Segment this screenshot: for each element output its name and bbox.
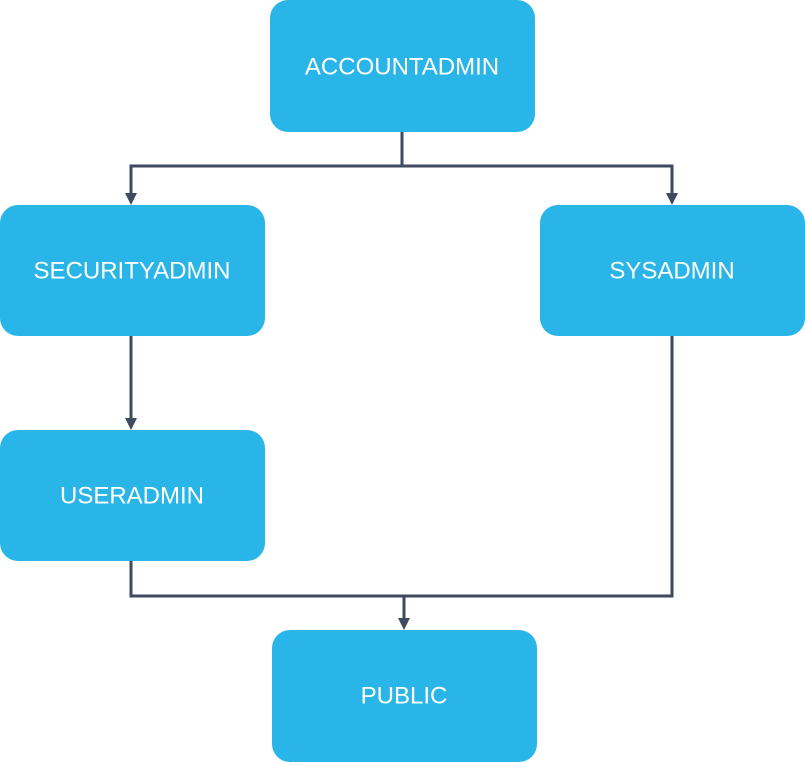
edge-useradmin-to-public xyxy=(129,561,404,598)
edge-sysadmin-to-public xyxy=(404,336,674,598)
node-useradmin-label: USERADMIN xyxy=(60,483,204,510)
node-sysadmin: SYSADMIN xyxy=(540,205,805,336)
node-sysadmin-label: SYSADMIN xyxy=(609,258,734,285)
node-securityadmin-label: SECURITYADMIN xyxy=(34,258,231,285)
edge-accountadmin-to-sysadmin xyxy=(402,164,674,195)
node-public-label: PUBLIC xyxy=(361,683,448,710)
arrowhead-securityadmin xyxy=(125,193,137,205)
arrowhead-public xyxy=(398,618,410,630)
node-accountadmin-label: ACCOUNTADMIN xyxy=(305,54,499,81)
connectors xyxy=(125,132,678,630)
edge-accountadmin-to-securityadmin xyxy=(129,132,404,195)
node-securityadmin: SECURITYADMIN xyxy=(0,205,265,336)
arrowhead-useradmin xyxy=(125,418,137,430)
node-accountadmin: ACCOUNTADMIN xyxy=(270,0,535,132)
arrowhead-sysadmin xyxy=(666,193,678,205)
node-useradmin: USERADMIN xyxy=(0,430,265,561)
node-public: PUBLIC xyxy=(272,630,537,762)
